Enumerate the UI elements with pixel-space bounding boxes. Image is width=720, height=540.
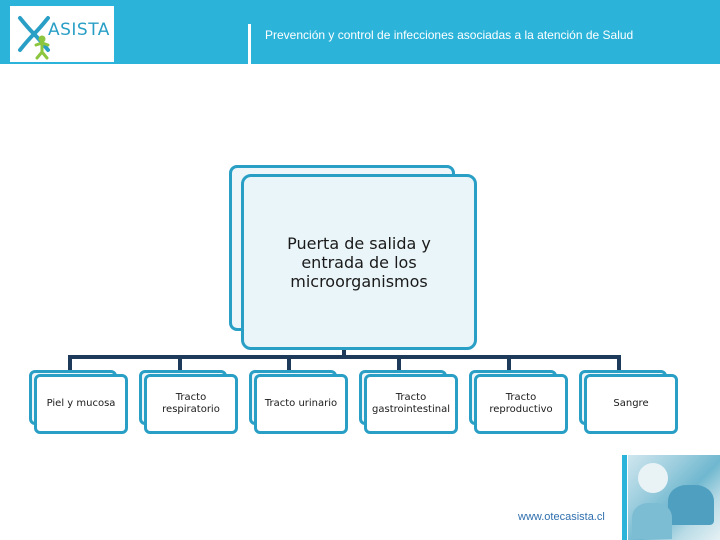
child-node-piel: Piel y mucosa	[29, 370, 128, 434]
logo[interactable]: ASISTA	[10, 6, 114, 62]
child-node-card: Tracto gastrointestinal	[364, 374, 458, 434]
child-node-card: Tracto reproductivo	[474, 374, 568, 434]
photo-shape	[638, 463, 668, 493]
child-node-reproductivo: Tracto reproductivo	[469, 370, 568, 434]
child-node-card: Piel y mucosa	[34, 374, 128, 434]
website-link[interactable]: www.otecasista.cl	[518, 511, 605, 523]
root-node: Puerta de salida y entrada de los microo…	[229, 165, 477, 350]
child-node-label: Tracto reproductivo	[489, 392, 553, 415]
child-node-label: Tracto urinario	[264, 398, 338, 409]
logo-text: ASISTA	[48, 20, 110, 40]
child-node-label: Tracto respiratorio	[162, 392, 220, 415]
photo-accent-strip	[622, 455, 627, 540]
photo-shape	[668, 485, 714, 525]
root-node-card: Puerta de salida y entrada de los microo…	[241, 174, 477, 350]
asista-logo-icon	[18, 16, 50, 60]
root-node-label: Puerta de salida y entrada de los microo…	[287, 233, 431, 291]
header-divider	[248, 24, 251, 64]
child-node-card: Sangre	[584, 374, 678, 434]
child-node-card: Tracto urinario	[254, 374, 348, 434]
child-node-label: Piel y mucosa	[46, 398, 116, 409]
child-node-card: Tracto respiratorio	[144, 374, 238, 434]
child-node-label: Sangre	[613, 398, 649, 409]
page-title: Prevención y control de infecciones asoc…	[265, 28, 634, 42]
child-node-label: Tracto gastrointestinal	[372, 392, 450, 415]
header-bar: ASISTA Prevención y control de infeccion…	[0, 0, 720, 64]
photo-shape	[632, 503, 672, 539]
child-node-sangre: Sangre	[579, 370, 678, 434]
child-node-respiratorio: Tracto respiratorio	[139, 370, 238, 434]
child-node-gastrointestinal: Tracto gastrointestinal	[359, 370, 458, 434]
child-node-urinario: Tracto urinario	[249, 370, 348, 434]
medical-photo	[628, 455, 720, 540]
